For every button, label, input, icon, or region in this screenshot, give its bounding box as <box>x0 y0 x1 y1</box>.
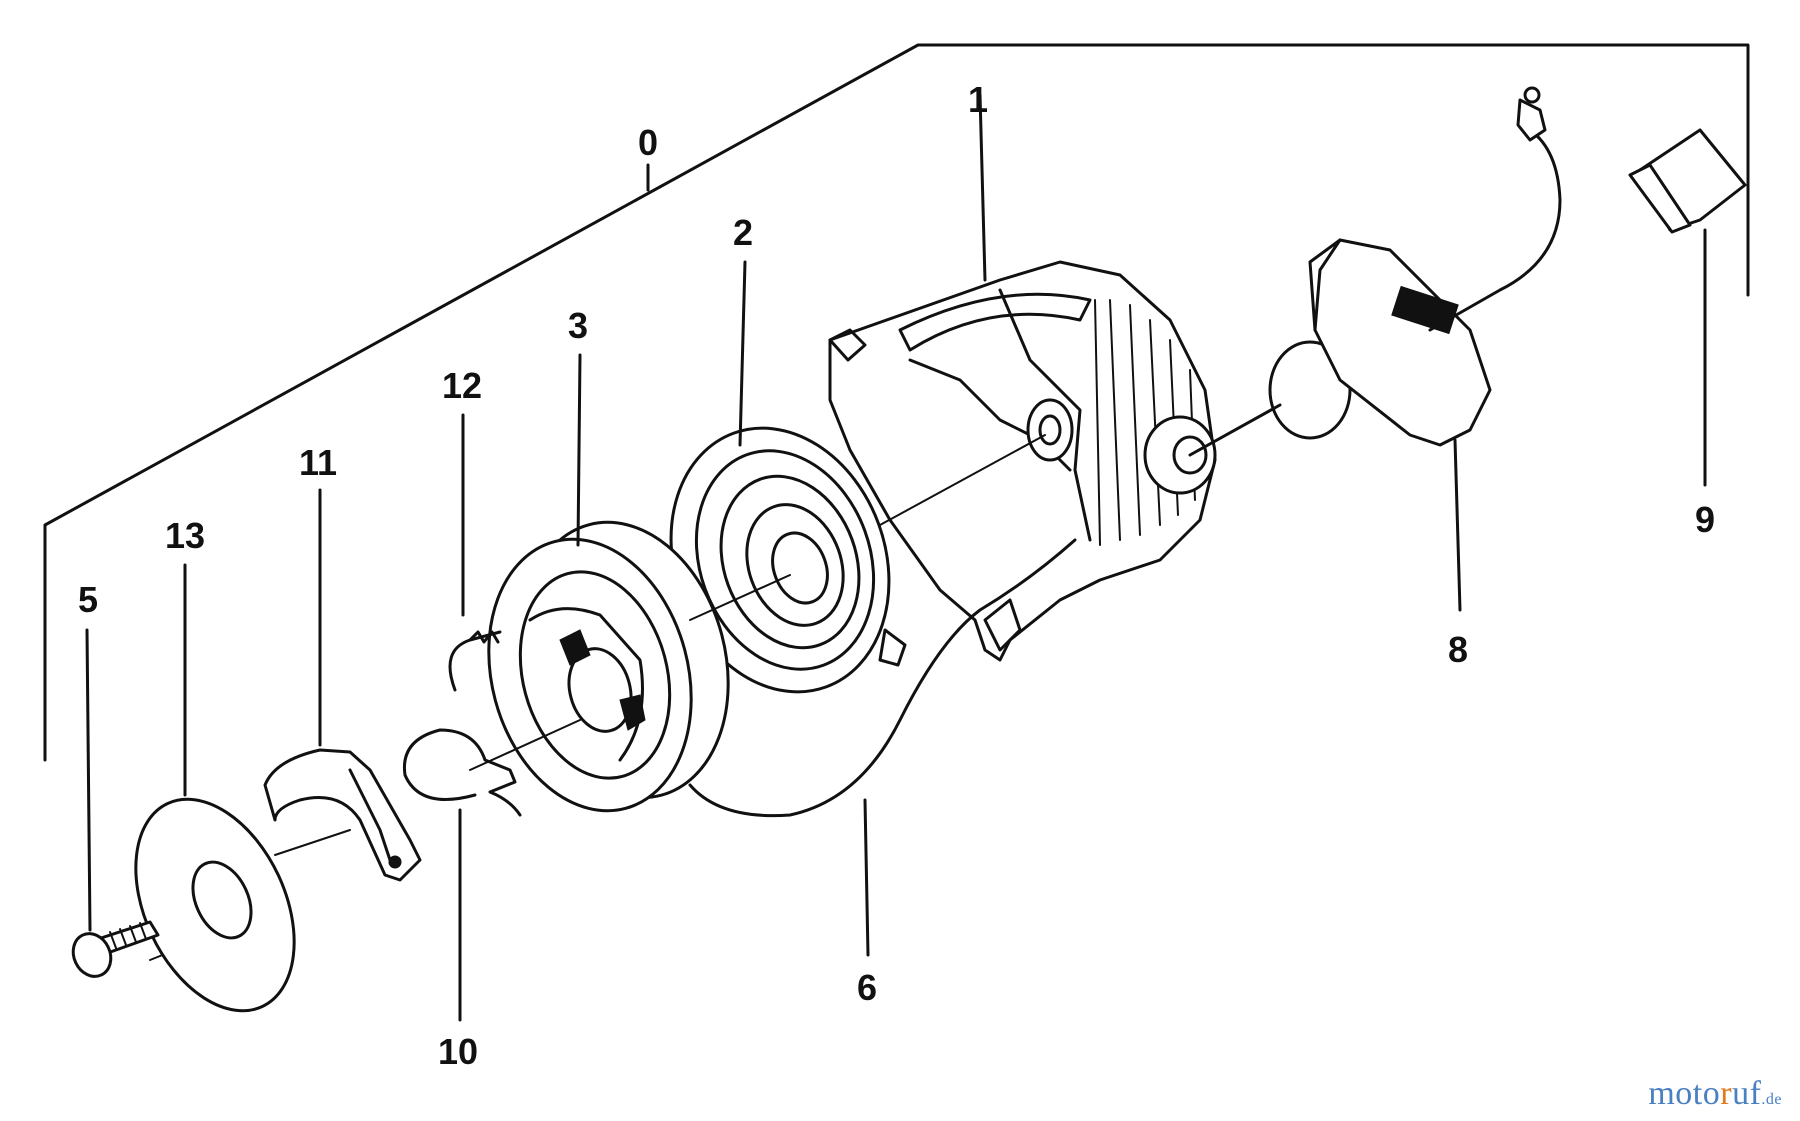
label-1: 1 <box>968 79 988 120</box>
label-12: 12 <box>442 365 482 406</box>
assembly-bracket <box>43 43 1750 762</box>
watermark-part-3: uf <box>1732 1075 1762 1112</box>
washer <box>134 563 296 1013</box>
label-0: 0 <box>638 122 658 163</box>
recoil-spring <box>669 260 907 694</box>
watermark-tld: .de <box>1761 1091 1782 1108</box>
label-5: 5 <box>78 579 98 620</box>
label-8: 8 <box>1448 629 1468 670</box>
label-6: 6 <box>857 967 877 1008</box>
watermark-logo: motoruf.de <box>1648 1075 1782 1113</box>
starter-grip <box>1188 86 1562 612</box>
watermark-part-2: r <box>1720 1075 1733 1112</box>
rope-pulley <box>487 353 730 813</box>
watermark-part-1: moto <box>1648 1075 1721 1112</box>
ratchet-pawl <box>263 488 422 882</box>
label-2: 2 <box>733 212 753 253</box>
handle-cap <box>1628 128 1747 487</box>
pawl-spring <box>448 413 502 692</box>
starter-rope <box>688 538 1077 957</box>
screw <box>71 628 160 978</box>
label-3: 3 <box>568 305 588 346</box>
label-13: 13 <box>165 515 205 556</box>
label-11: 11 <box>299 442 337 483</box>
label-10: 10 <box>438 1031 478 1072</box>
starter-housing <box>828 93 1217 662</box>
label-9: 9 <box>1695 499 1715 540</box>
ratchet-clip <box>402 728 522 1022</box>
callout-labels: 0 1 2 3 12 11 13 5 9 8 6 10 <box>78 79 1715 1072</box>
